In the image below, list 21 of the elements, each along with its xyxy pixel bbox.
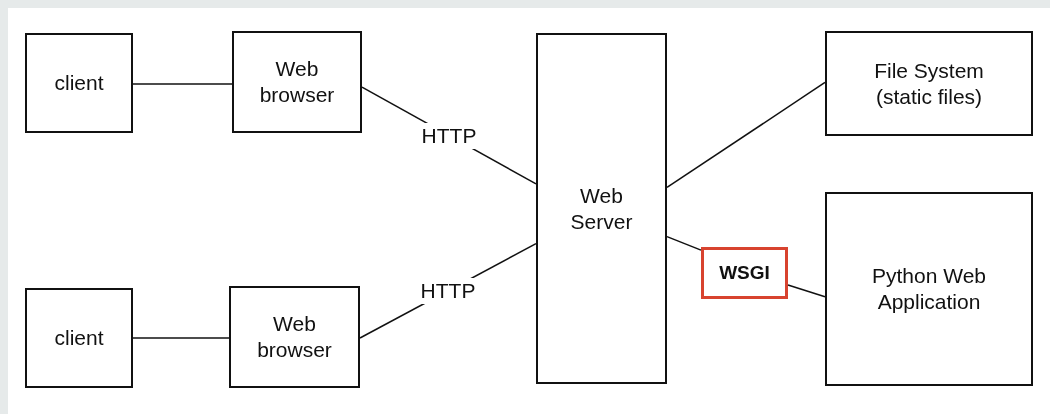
node-label: client [54,325,104,351]
web-server-box [536,33,667,384]
node-label: Python Web Application [871,263,987,315]
connector-line [132,337,230,339]
web-browser-box [232,31,362,133]
node-label: Web Server [569,182,634,235]
node-label: client [54,70,104,96]
connector-line [666,235,702,251]
web-browser-box [229,286,360,388]
file-system-box [825,31,1033,136]
client-box [25,288,133,388]
connector-line [787,284,826,298]
client-box [25,33,133,133]
node-label: Web browser [258,56,336,108]
connector-line [666,81,826,189]
wsgi-box [701,247,788,299]
node-label: File System (static files) [873,57,985,110]
connector-line [132,83,233,85]
application-box [825,192,1033,386]
node-label: Web browser [256,311,333,363]
node-label: WSGI [719,261,770,285]
